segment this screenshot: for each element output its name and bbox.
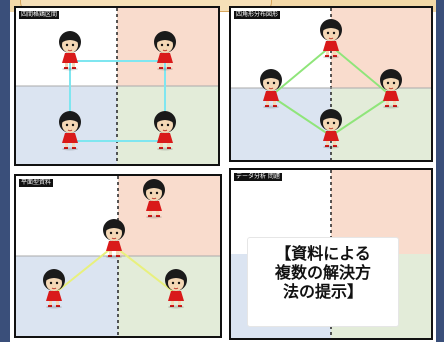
girl-figure (59, 111, 81, 151)
quadrant-panel-bottom-left: 平面型資料 (14, 174, 222, 338)
left-edge-strip (0, 0, 10, 342)
panel-label: 四間格鶏区間 (19, 11, 60, 19)
panel-figure-area (16, 8, 218, 164)
caption-card: 【資料による 複数の解決方 法の提示】 (248, 238, 398, 326)
quadrant-panel-top-right: 四角形分布図形 (229, 6, 433, 162)
panel-figure-area (16, 176, 220, 336)
quadrant-green (118, 256, 220, 336)
quadrant-panel-top-left: 四間格鶏区間 (14, 6, 220, 166)
right-edge-strip (436, 0, 444, 342)
girl-figure (154, 31, 176, 71)
quadrant-blue (16, 256, 118, 336)
quadrant-white (231, 8, 331, 88)
girl-figure (260, 69, 282, 109)
girl-figure (380, 69, 402, 109)
panel-label: 四角形分布図形 (234, 11, 281, 19)
girl-figure (320, 19, 342, 59)
panel-figure-area (231, 8, 431, 160)
girl-figure (154, 111, 176, 151)
quadrant-pink (118, 176, 220, 256)
girl-figure (165, 269, 187, 309)
quadrant-white (16, 176, 118, 256)
girl-figure (320, 109, 342, 149)
panel-label: データ分析 問題 (234, 173, 282, 181)
caption-text: 【資料による 複数の解決方 法の提示】 (274, 244, 371, 301)
girl-figure (143, 179, 165, 219)
quadrant-pink (331, 8, 431, 88)
girl-figure (103, 219, 125, 259)
panel-label: 平面型資料 (19, 179, 54, 187)
girl-figure (59, 31, 81, 71)
girl-figure (43, 269, 65, 309)
